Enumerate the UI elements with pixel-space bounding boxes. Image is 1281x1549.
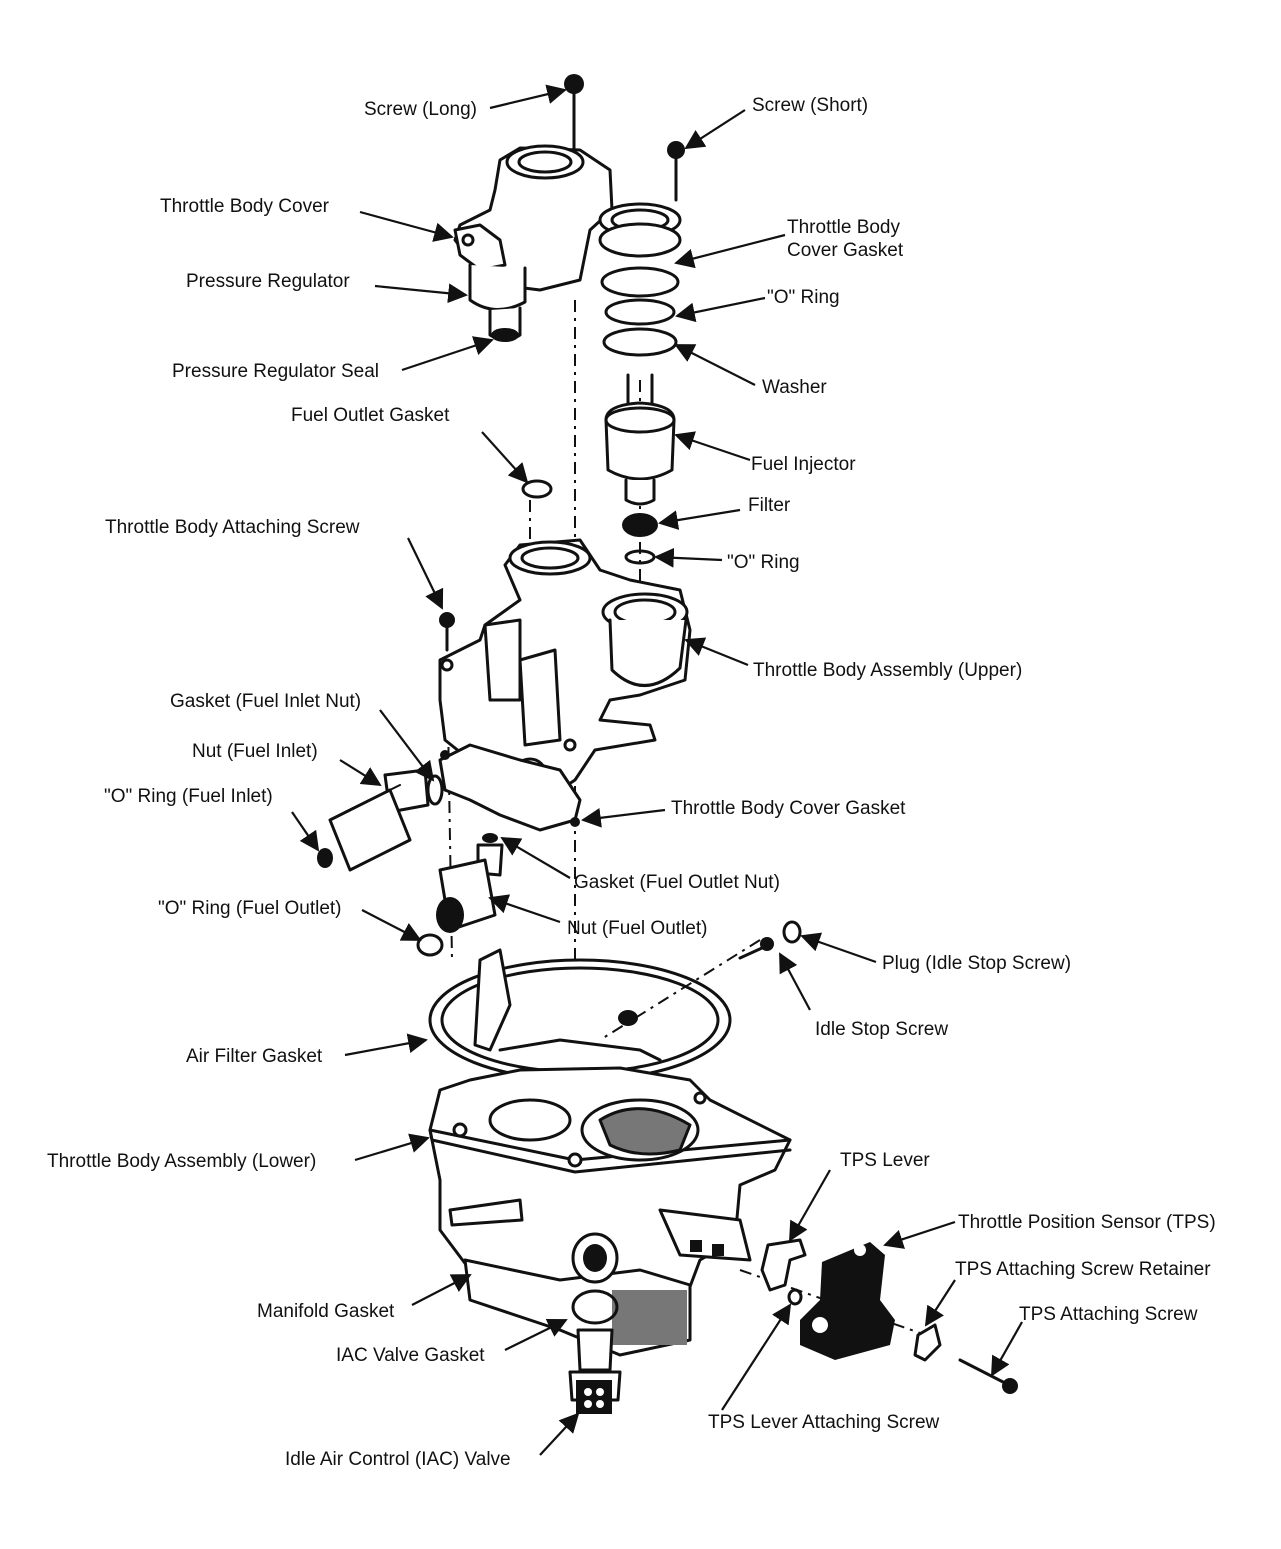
- fuel-injector-part: [604, 373, 676, 565]
- label-throttle-body-cover-gasket-top-1: Throttle Body: [787, 217, 900, 238]
- label-pressure-regulator-seal: Pressure Regulator Seal: [172, 361, 379, 382]
- label-tps-lever-attaching-screw: TPS Lever Attaching Screw: [708, 1412, 940, 1433]
- fuel-inlet-nut-part: [317, 768, 444, 872]
- label-nut-fuel-inlet: Nut (Fuel Inlet): [192, 741, 318, 762]
- label-nut-fuel-outlet: Nut (Fuel Outlet): [567, 918, 707, 939]
- label-o-ring-fuel-inlet: "O" Ring (Fuel Inlet): [104, 786, 273, 807]
- label-idle-stop-screw: Idle Stop Screw: [815, 1019, 948, 1040]
- label-tps-lever: TPS Lever: [840, 1150, 930, 1171]
- throttle-body-cover-gasket-mid-part: [438, 743, 582, 832]
- label-iac-valve-gasket: IAC Valve Gasket: [336, 1345, 485, 1366]
- label-throttle-body-cover-gasket-mid: Throttle Body Cover Gasket: [671, 798, 906, 819]
- fuel-outlet-nut-part: [416, 833, 504, 957]
- label-throttle-body-assembly-lower: Throttle Body Assembly (Lower): [47, 1151, 316, 1172]
- label-throttle-body-assembly-upper: Throttle Body Assembly (Upper): [753, 660, 1022, 681]
- idle-stop-screw-part: [618, 920, 802, 1026]
- label-tps-attaching-screw-retainer: TPS Attaching Screw Retainer: [955, 1259, 1211, 1280]
- air-filter-gasket-part: [428, 948, 732, 1082]
- label-throttle-body-cover: Throttle Body Cover: [160, 196, 330, 217]
- label-throttle-body-attaching-screw: Throttle Body Attaching Screw: [105, 517, 360, 538]
- label-screw-short: Screw (Short): [752, 95, 868, 116]
- fuel-outlet-gasket-part: [521, 479, 553, 499]
- leader-lines: [291, 84, 1023, 1456]
- throttle-body-lower-part: [428, 1066, 792, 1357]
- tps-assembly-part: [760, 1238, 1018, 1394]
- label-air-filter-gasket: Air Filter Gasket: [186, 1046, 323, 1067]
- labels: Screw (Long) Screw (Short) Throttle Body…: [47, 95, 1216, 1470]
- label-throttle-body-cover-gasket-top-2: Cover Gasket: [787, 240, 904, 261]
- label-o-ring-mid: "O" Ring: [727, 552, 800, 573]
- label-fuel-injector: Fuel Injector: [751, 454, 856, 475]
- label-gasket-fuel-outlet-nut: Gasket (Fuel Outlet Nut): [574, 872, 780, 893]
- label-plug-idle-stop-screw: Plug (Idle Stop Screw): [882, 953, 1071, 974]
- label-gasket-fuel-inlet-nut: Gasket (Fuel Inlet Nut): [170, 691, 361, 712]
- label-fuel-outlet-gasket: Fuel Outlet Gasket: [291, 405, 450, 426]
- iac-valve-part: [568, 1289, 622, 1414]
- label-washer: Washer: [762, 377, 827, 398]
- label-tps-attaching-screw: TPS Attaching Screw: [1019, 1304, 1198, 1325]
- label-o-ring-top: "O" Ring: [767, 287, 840, 308]
- label-screw-long: Screw (Long): [364, 99, 477, 120]
- label-pressure-regulator: Pressure Regulator: [186, 271, 350, 292]
- label-throttle-position-sensor: Throttle Position Sensor (TPS): [958, 1212, 1216, 1233]
- label-filter: Filter: [748, 495, 791, 516]
- label-manifold-gasket: Manifold Gasket: [257, 1301, 395, 1322]
- oring-washer-stack: [600, 266, 680, 357]
- label-o-ring-fuel-outlet: "O" Ring (Fuel Outlet): [158, 898, 342, 919]
- throttle-body-cover-part: [453, 74, 685, 342]
- label-idle-air-control-valve: Idle Air Control (IAC) Valve: [285, 1449, 511, 1470]
